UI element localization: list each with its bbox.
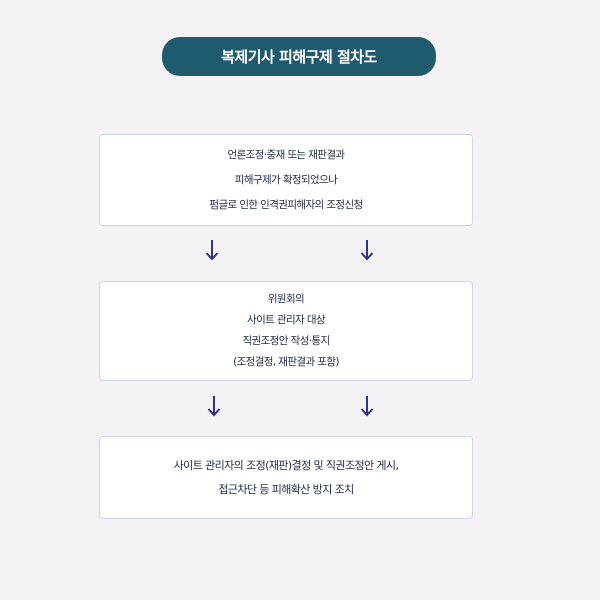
step-1-line-2: 피해구제가 확정되었으나 <box>234 173 338 186</box>
down-arrow-icon <box>207 395 221 417</box>
step-box-site-manager: 사이트 관리자의 조정(재판)결정 및 직권조정안 게시, 접근차단 등 피해확… <box>99 436 473 519</box>
diagram-title-text: 복제기사 피해구제 절차도 <box>221 48 377 66</box>
down-arrow-icon <box>205 239 219 261</box>
step-box-application: 언론조정·중재 또는 재판결과 피해구제가 확정되었으나 펌글로 인한 인격권피… <box>99 134 473 226</box>
step-1-line-1: 언론조정·중재 또는 재판결과 <box>227 148 346 161</box>
step-2-line-2: 사이트 관리자 대상 <box>247 314 326 326</box>
step-2-line-1: 위원회의 <box>267 293 305 305</box>
step-3-line-1: 사이트 관리자의 조정(재판)결정 및 직권조정안 게시, <box>173 458 399 472</box>
diagram-title: 복제기사 피해구제 절차도 <box>162 37 436 76</box>
step-3-line-2: 접근차단 등 피해확산 방지 조치 <box>218 482 354 496</box>
down-arrow-icon <box>360 239 374 261</box>
step-box-committee: 위원회의 사이트 관리자 대상 직권조정안 작성·통지 (조정결정, 재판결과 … <box>99 281 473 381</box>
step-1-line-3: 펌글로 인한 인격권피해자의 조정신청 <box>209 198 363 211</box>
step-2-line-3: 직권조정안 작성·통지 <box>242 335 330 347</box>
down-arrow-icon <box>360 395 374 417</box>
step-2-line-4: (조정결정, 재판결과 포함) <box>233 356 339 368</box>
